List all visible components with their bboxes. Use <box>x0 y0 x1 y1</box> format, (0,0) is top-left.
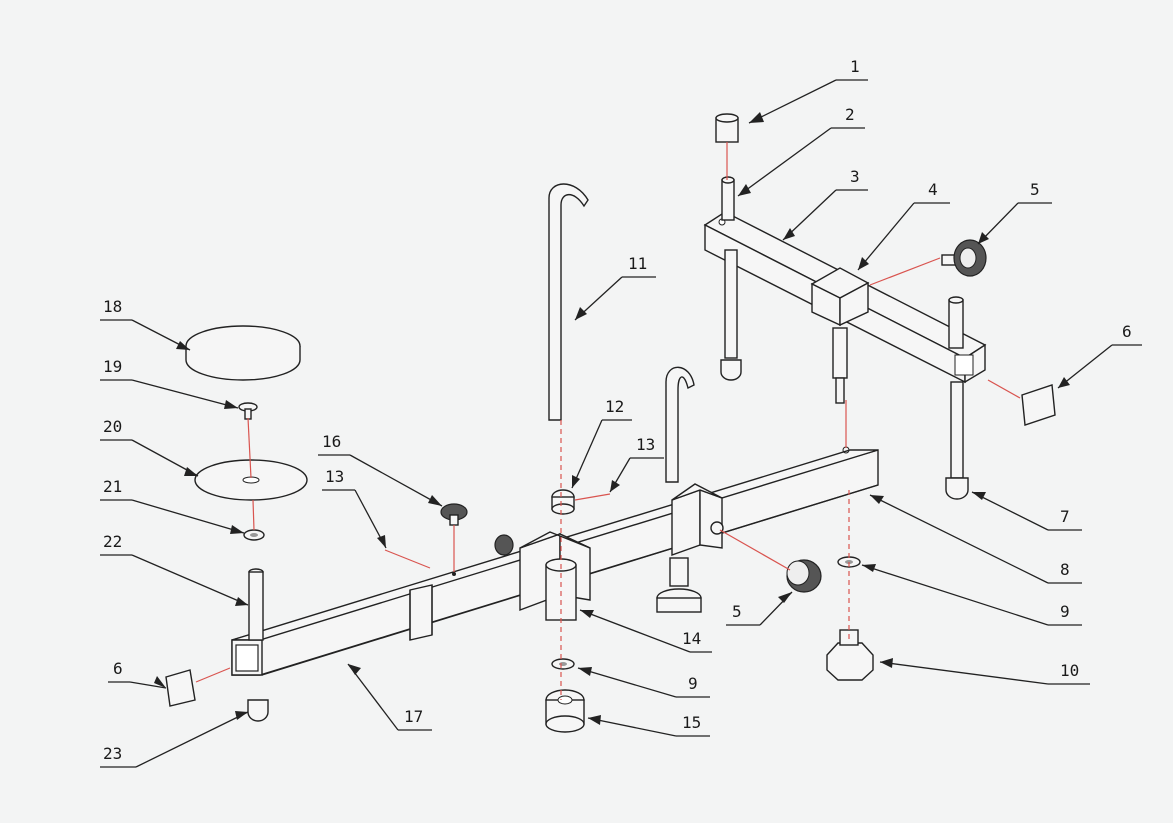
callout-arrowheads <box>154 112 1070 725</box>
upper-right-leg <box>945 296 969 500</box>
callout-20: 20 <box>103 417 122 436</box>
pad-6-left <box>165 669 196 707</box>
post-22 <box>248 568 264 641</box>
washer-9-lower <box>551 658 575 670</box>
callout-12: 12 <box>605 397 624 416</box>
callout-15: 15 <box>682 713 701 732</box>
callout-9a: 9 <box>1060 602 1070 621</box>
callout-17: 17 <box>404 707 423 726</box>
callout-5a: 5 <box>1030 180 1040 199</box>
callout-labels: 1 2 3 4 5 6 7 8 9 10 11 12 13 13 14 15 1… <box>103 57 1132 763</box>
callout-1: 1 <box>850 57 860 76</box>
callout-2: 2 <box>845 105 855 124</box>
foot-lower <box>656 557 702 613</box>
hook-small <box>665 366 695 483</box>
sleeve-clamp <box>671 483 724 556</box>
callout-7: 7 <box>1060 507 1070 526</box>
callout-21: 21 <box>103 477 122 496</box>
callout-13b: 13 <box>325 467 344 486</box>
knob-16 <box>440 503 468 526</box>
pin-2 <box>721 176 735 221</box>
assembly-axes <box>195 142 1021 700</box>
center-pin <box>832 327 848 404</box>
callout-16: 16 <box>322 432 341 451</box>
washer-21 <box>243 529 265 541</box>
nut-10 <box>826 629 874 681</box>
callout-11: 11 <box>628 254 647 273</box>
foot-15 <box>545 689 585 733</box>
callout-10: 10 <box>1060 661 1079 680</box>
callout-18: 18 <box>103 297 122 316</box>
callout-9b: 9 <box>688 674 698 693</box>
callout-19: 19 <box>103 357 122 376</box>
seat-18 <box>185 325 301 381</box>
callout-14: 14 <box>682 629 701 648</box>
plate-20 <box>194 459 308 501</box>
callout-4: 4 <box>928 180 938 199</box>
callout-23: 23 <box>103 744 122 763</box>
cap-23 <box>247 699 269 722</box>
callout-3: 3 <box>850 167 860 186</box>
callout-6b: 6 <box>113 659 123 678</box>
upper-bar <box>703 211 987 384</box>
knob-5-upper <box>941 239 987 277</box>
callout-13a: 13 <box>636 435 655 454</box>
upper-left-leg <box>720 249 742 381</box>
hook-11 <box>548 183 589 421</box>
screw-19 <box>238 402 258 420</box>
callout-6a: 6 <box>1122 322 1132 341</box>
pad-6-right <box>1021 384 1056 426</box>
knob-bar <box>494 534 514 556</box>
knob-5-lower <box>786 559 822 593</box>
callout-22: 22 <box>103 532 122 551</box>
ring-12 <box>551 489 575 515</box>
callout-8: 8 <box>1060 560 1070 579</box>
cap-1 <box>715 113 739 143</box>
callout-5b: 5 <box>732 602 742 621</box>
